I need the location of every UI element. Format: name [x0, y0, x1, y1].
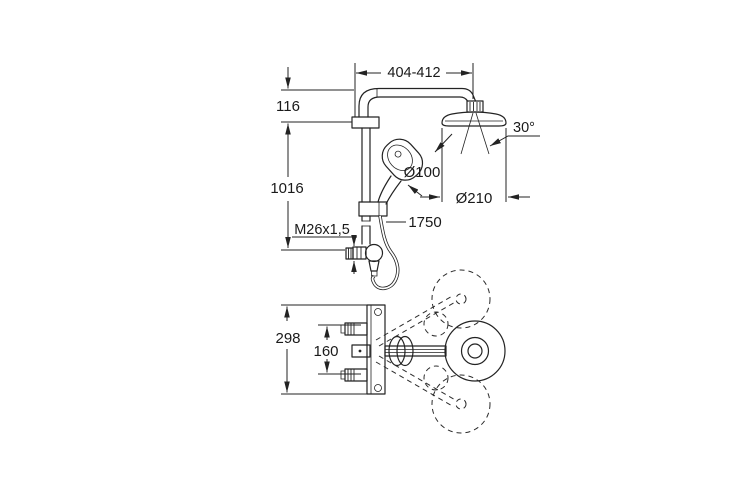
dimension-swivel-angle: 30° — [490, 120, 540, 146]
headshower-diameter-label: Ø210 — [456, 190, 493, 207]
width-range-label: 404-412 — [387, 65, 440, 81]
thermostat-valve — [341, 305, 385, 394]
valve-height-label: 298 — [275, 330, 300, 347]
hose-length-label: 1750 — [408, 214, 441, 231]
valve-handle — [385, 321, 505, 381]
dimension-handshower-diameter: Ø100 — [404, 134, 452, 196]
rail-height-label: 1016 — [270, 180, 303, 197]
handle-rotation-ghost-up — [376, 270, 490, 346]
dimension-offset-top: 116 — [276, 67, 354, 140]
dimension-thread: M26x1,5 — [292, 222, 357, 274]
valve-handle-knob — [445, 321, 505, 381]
dimension-headshower-diameter: Ø210 — [420, 128, 530, 207]
hand-shower-holder — [359, 202, 387, 216]
connection-distance-label: 160 — [313, 343, 338, 360]
dimension-rail-height: 1016 — [270, 140, 345, 250]
dimension-hose-length: 1750 — [386, 214, 442, 231]
hand-shower — [359, 133, 429, 216]
swivel-angle-label: 30° — [513, 120, 535, 136]
dimension-width-range: 404-412 — [355, 63, 473, 117]
thread-label: M26x1,5 — [294, 222, 350, 238]
dimension-connection-distance: 160 — [313, 325, 361, 374]
shower-rail — [359, 89, 476, 245]
rail-inlet-fitting — [346, 245, 383, 277]
handshower-diameter-label: Ø100 — [404, 164, 441, 181]
dimension-valve-height: 298 — [275, 305, 370, 394]
wall-bracket — [352, 117, 379, 128]
head-shower — [442, 101, 506, 154]
shower-hose — [373, 216, 398, 288]
offset-top-label: 116 — [276, 98, 300, 115]
connector-hatch — [470, 102, 480, 111]
lower-union-fitting — [341, 369, 367, 381]
handle-rotation-ghost-down — [376, 356, 490, 433]
